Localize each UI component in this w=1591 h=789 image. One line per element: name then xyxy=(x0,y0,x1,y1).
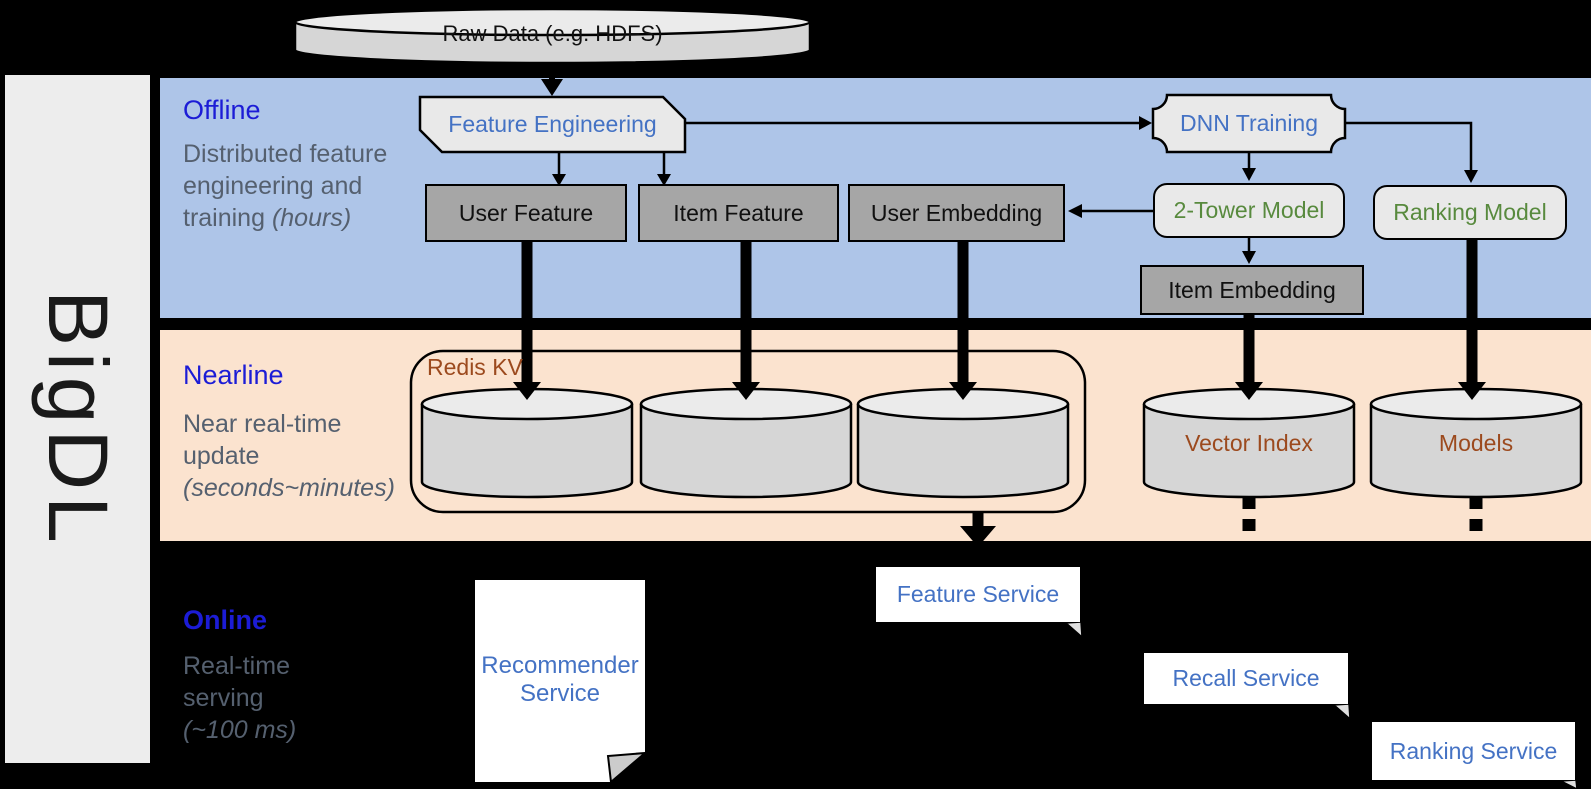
offline-description-note: (hours) xyxy=(271,204,352,232)
nearline-description-text: Near real-time update xyxy=(183,410,342,470)
feature-engineering-shape xyxy=(418,95,687,154)
feature-service-card: Feature Service xyxy=(876,567,1080,622)
redis-cylinder-1 xyxy=(420,387,634,499)
online-title: Online xyxy=(183,605,268,635)
raw-to-feature-arrow xyxy=(541,64,563,96)
nearline-title: Nearline xyxy=(183,360,284,390)
vector-index-cylinder xyxy=(1142,387,1356,499)
recommender-service-document xyxy=(475,580,649,784)
offline-title: Offline xyxy=(183,95,261,125)
online-description-text: Real-time serving xyxy=(183,652,290,712)
item-feature-node: Item Feature xyxy=(638,184,839,242)
page-curl xyxy=(1064,621,1578,789)
bigdl-sidebar: BigDL xyxy=(5,75,150,763)
feature-engineering-node: Feature Engineering xyxy=(448,111,657,138)
recall-service-card: Recall Service xyxy=(1144,653,1348,704)
ranking-model-node: Ranking Model xyxy=(1373,185,1567,240)
redis-cylinder-2 xyxy=(639,387,853,499)
two-tower-model-node: 2-Tower Model xyxy=(1153,183,1345,238)
user-feature-node: User Feature xyxy=(425,184,627,242)
dnn-training-node: DNN Training xyxy=(1179,110,1319,137)
redis-to-feature-service-arrow xyxy=(960,512,996,547)
offline-description-text: Distributed feature engineering and trai… xyxy=(183,140,388,232)
recommender-service-label: Recommender Service xyxy=(477,580,643,780)
nearline-description-note: (seconds~minutes) xyxy=(183,474,395,502)
recommender-service-text: Recommender Service xyxy=(481,652,639,707)
vector-index-label: Vector Index xyxy=(1185,429,1313,456)
nearline-description: Near real-time update (seconds~minutes) xyxy=(183,408,408,504)
dashed-stubs xyxy=(1242,497,1483,540)
redis-kv-label: Redis KV xyxy=(427,354,523,380)
user-embedding-node: User Embedding xyxy=(848,184,1065,242)
online-description: Real-time serving (~100 ms) xyxy=(183,650,333,746)
models-label: Models xyxy=(1438,429,1514,456)
item-embedding-node: Item Embedding xyxy=(1140,265,1364,315)
raw-data-label: Raw Data (e.g. HDFS) xyxy=(442,21,663,47)
offline-description: Distributed feature engineering and trai… xyxy=(183,138,398,234)
raw-data-cylinder xyxy=(293,7,812,65)
thick-pipes xyxy=(513,240,1486,400)
online-description-note: (~100 ms) xyxy=(183,716,297,744)
dnn-training-shape xyxy=(1151,93,1347,154)
models-cylinder xyxy=(1369,387,1583,499)
thin-connectors xyxy=(552,116,1478,264)
ranking-service-card: Ranking Service xyxy=(1372,722,1575,780)
redis-cylinder-3 xyxy=(856,387,1070,499)
